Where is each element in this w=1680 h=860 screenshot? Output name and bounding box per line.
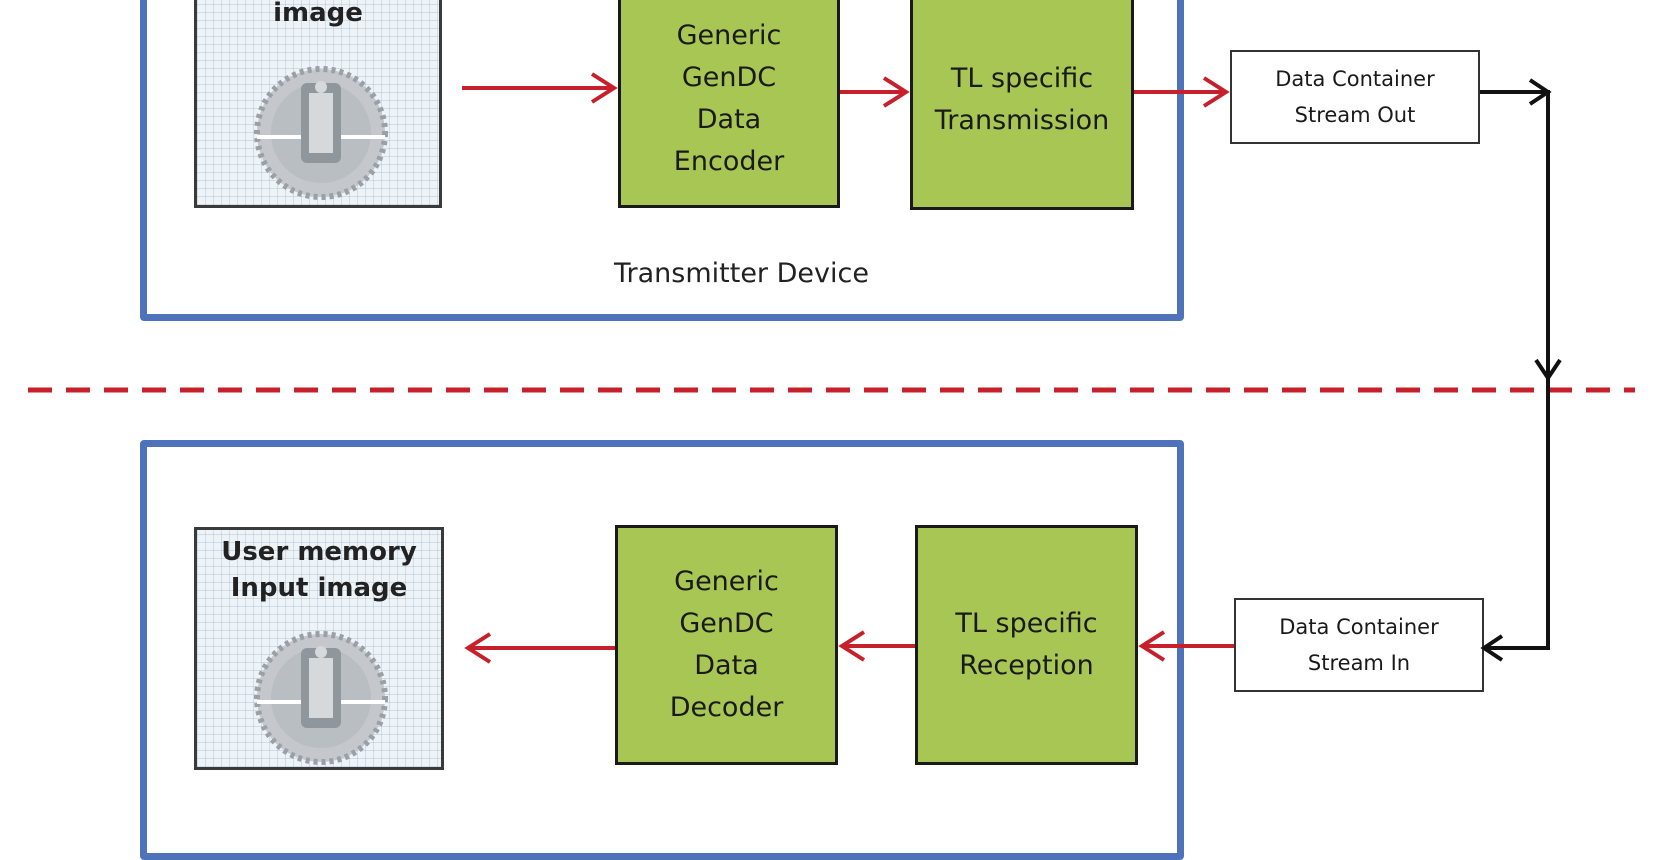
gendc-encoder-label: Generic GenDC Data Encoder bbox=[673, 20, 785, 177]
arrow-stream-in-to-reception bbox=[1138, 630, 1234, 662]
sensor-output-caption: Sensor Output image bbox=[273, 0, 363, 28]
arrow-decoder-to-memory bbox=[464, 632, 615, 664]
gendc-encoder-block: Generic GenDC Data Encoder bbox=[618, 0, 840, 208]
arrow-encoder-to-transmission bbox=[840, 76, 910, 108]
connector-layer bbox=[28, 72, 1635, 664]
user-memory-image-box: User memory Input image bbox=[194, 527, 444, 770]
tl-reception-block: TL specific Reception bbox=[915, 525, 1138, 765]
stream-in-label: Data Container Stream In bbox=[1279, 615, 1439, 675]
user-memory-caption: User memory Input image bbox=[221, 537, 417, 603]
transmitter-device-label: Transmitter Device bbox=[614, 258, 869, 289]
diagram-stage: Transmitter Device Sensor Output image U… bbox=[28, 0, 1635, 860]
arrow-reception-to-decoder bbox=[838, 630, 915, 662]
stream-out-box: Data Container Stream Out bbox=[1230, 50, 1480, 144]
stream-out-label: Data Container Stream Out bbox=[1275, 67, 1435, 127]
arrow-transmission-to-stream-out bbox=[1134, 76, 1230, 108]
tl-transmission-label: TL specific Transmission bbox=[934, 63, 1110, 136]
gear-sensor-icon bbox=[254, 631, 388, 765]
tl-transmission-block: TL specific Transmission bbox=[910, 0, 1134, 210]
gear-sensor-icon bbox=[254, 66, 388, 200]
arrow-sensor-to-encoder bbox=[462, 72, 618, 104]
stream-link-connector bbox=[1480, 78, 1562, 662]
sensor-output-image-box: Sensor Output image bbox=[194, 0, 442, 208]
gendc-decoder-block: Generic GenDC Data Decoder bbox=[615, 525, 838, 765]
tl-reception-label: TL specific Reception bbox=[955, 608, 1098, 681]
gendc-decoder-label: Generic GenDC Data Decoder bbox=[669, 566, 784, 723]
stream-in-box: Data Container Stream In bbox=[1234, 598, 1484, 692]
